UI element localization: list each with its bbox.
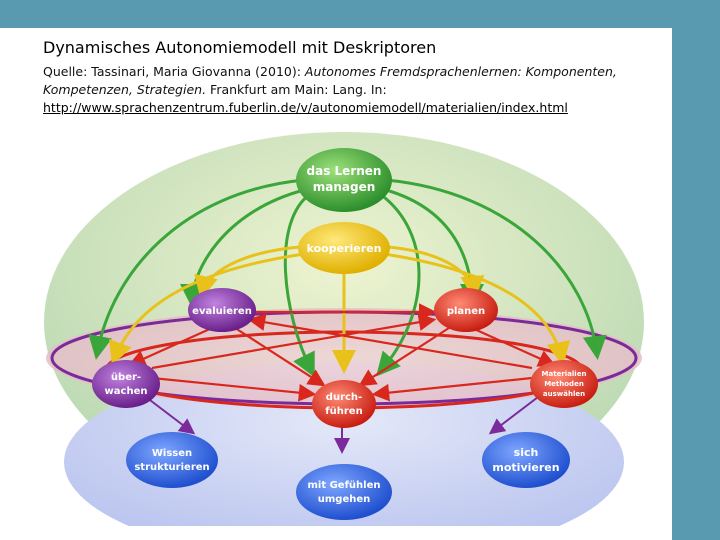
node-motivieren-line1: sich	[514, 446, 539, 459]
node-materialien-line2: Methoden	[544, 380, 584, 388]
node-gefuehle: mit Gefühlen umgehen	[296, 464, 392, 520]
diagram-svg: das Lernen managen kooperieren evaluiere…	[44, 132, 644, 526]
source-link[interactable]: http://www.sprachenzentrum.fuberlin.de/v…	[43, 100, 568, 115]
node-evaluieren: evaluieren	[188, 288, 256, 332]
source-book-title: Autonomes Fremdsprachenlernen: Komponent…	[43, 64, 617, 97]
node-motivieren-line2: motivieren	[492, 461, 559, 474]
node-motivieren: sich motivieren	[482, 432, 570, 488]
node-wissen-line2: strukturieren	[134, 462, 209, 473]
autonomy-model-diagram: das Lernen managen kooperieren evaluiere…	[42, 132, 646, 526]
node-managen: das Lernen managen	[296, 148, 392, 212]
node-durchfuehren-line2: führen	[325, 406, 362, 417]
red-arrows	[127, 303, 557, 402]
node-materialien: Materialien Methoden auswählen	[530, 360, 598, 408]
node-managen-line2: managen	[313, 180, 376, 194]
node-gefuehle-line2: umgehen	[318, 494, 371, 505]
node-ueberwachen-line2: wachen	[105, 386, 148, 397]
node-materialien-line3: auswählen	[543, 390, 585, 398]
slide-title: Dynamisches Autonomiemodell mit Deskript…	[43, 38, 437, 57]
node-kooperieren-label: kooperieren	[307, 242, 382, 255]
source-suffix: Frankfurt am Main: Lang. In:	[206, 82, 387, 97]
node-durchfuehren-line1: durch-	[326, 392, 362, 403]
node-durchfuehren: durch- führen	[312, 380, 376, 428]
right-bar	[672, 0, 720, 540]
top-bar	[0, 0, 720, 28]
node-ueberwachen: über- wachen	[92, 360, 160, 408]
node-managen-line1: das Lernen	[307, 164, 382, 178]
source-citation: Quelle: Tassinari, Maria Giovanna (2010)…	[43, 63, 663, 117]
node-gefuehle-line1: mit Gefühlen	[307, 480, 380, 491]
node-wissen-line1: Wissen	[152, 448, 192, 459]
node-materialien-line1: Materialien	[542, 370, 587, 378]
node-planen-label: planen	[447, 306, 485, 317]
yellow-arrows	[109, 245, 571, 374]
node-kooperieren: kooperieren	[298, 222, 390, 274]
node-wissen: Wissen strukturieren	[126, 432, 218, 488]
node-planen: planen	[434, 288, 498, 332]
source-prefix: Quelle: Tassinari, Maria Giovanna (2010)…	[43, 64, 305, 79]
node-evaluieren-label: evaluieren	[192, 306, 252, 317]
node-ueberwachen-line1: über-	[111, 372, 141, 383]
